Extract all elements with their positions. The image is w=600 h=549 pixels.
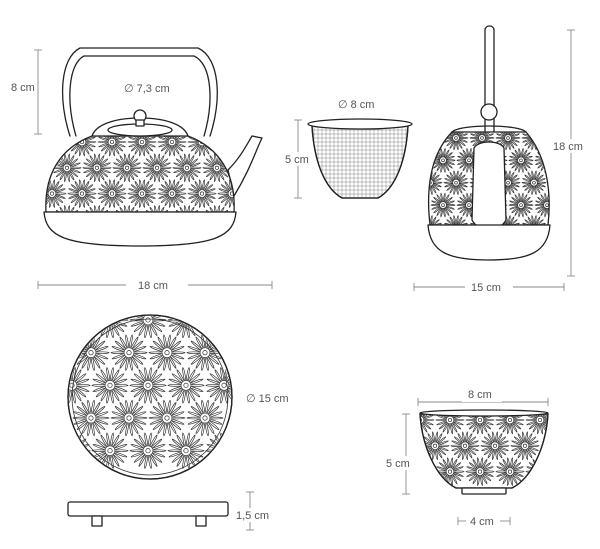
teapot-side-top	[451, 125, 527, 133]
trivet-top-view	[67, 314, 233, 480]
chrysanthemum-flower	[129, 316, 167, 339]
chrysanthemum-flower	[142, 153, 172, 183]
teapot-handle	[62, 47, 218, 137]
teapot-width-label-bg	[126, 278, 188, 292]
trivet-side-plate	[67, 501, 229, 517]
chrysanthemum-flower	[157, 179, 187, 209]
chrysanthemum-flower	[521, 170, 547, 196]
chrysanthemum-flower	[72, 399, 110, 437]
teapot-side-height-label-bg	[552, 139, 592, 153]
teapot-side-spout	[471, 141, 507, 230]
chrysanthemum-flower	[430, 192, 456, 218]
infuser	[307, 118, 413, 199]
chrysanthemum-flower	[110, 334, 148, 371]
infuser-outline	[311, 125, 409, 199]
chrysanthemum-flower	[91, 432, 129, 469]
teapot-height-label: 8 cm	[11, 82, 35, 94]
chrysanthemum-flower	[480, 431, 510, 461]
teapot-width-label: 18 cm	[138, 280, 168, 292]
chrysanthemum-flower	[97, 179, 127, 209]
teapot-lid-stem	[135, 119, 145, 127]
trivet-plate	[67, 314, 233, 480]
teapot-side-base	[427, 224, 551, 261]
chrysanthemum-flower	[157, 136, 187, 157]
chrysanthemum-flower	[167, 432, 205, 469]
cup-outline	[419, 413, 549, 489]
trivet-rim	[67, 314, 233, 480]
chrysanthemum-flower	[495, 457, 525, 487]
chrysanthemum-flower	[205, 316, 231, 339]
chrysanthemum-flower	[465, 457, 495, 487]
trivet-foot-left	[91, 515, 103, 527]
infuser-height-label: 5 cm	[285, 154, 309, 166]
chrysanthemum-flower	[495, 132, 521, 151]
chrysanthemum-flower	[148, 399, 186, 437]
teapot-side-width-label: 15 cm	[471, 282, 501, 294]
teapot-side-view	[427, 25, 551, 261]
chrysanthemum-flower	[508, 147, 534, 173]
cup	[419, 409, 549, 495]
teapot-front-view	[43, 47, 263, 247]
infuser-diameter-label: ∅ 8 cm	[338, 99, 374, 111]
cup-top-width-label-bg	[462, 388, 502, 402]
teapot-side-height-label: 18 cm	[553, 141, 583, 153]
trivet-foot-right	[195, 515, 207, 527]
teapot-side-handle-joint	[480, 103, 498, 121]
teapot-handle-inner	[69, 55, 211, 137]
cup-height-label: 5 cm	[386, 458, 410, 470]
chrysanthemum-flower	[508, 192, 534, 218]
teapot-spout	[227, 135, 263, 197]
cup-top-width-label: 8 cm	[468, 389, 492, 401]
chrysanthemum-flower	[443, 170, 469, 196]
trivet-height-label: 1,5 cm	[236, 510, 269, 522]
chrysanthemum-flower	[127, 179, 157, 209]
chrysanthemum-flower	[172, 153, 202, 183]
chrysanthemum-flower	[187, 179, 217, 209]
trivet-inner-rim	[71, 318, 229, 476]
chrysanthemum-flower	[97, 136, 127, 157]
chrysanthemum-flower	[148, 334, 186, 371]
cup-foot	[461, 487, 507, 495]
chrysanthemum-flower	[129, 367, 167, 404]
teapot-base	[43, 211, 237, 247]
chrysanthemum-flower	[129, 432, 167, 469]
trivet-side-view	[67, 501, 229, 527]
teapot-side-width-label-bg	[465, 280, 513, 294]
cup-base-width-label: 4 cm	[470, 516, 494, 528]
chrysanthemum-flower	[110, 399, 148, 437]
trivet-height-label-bg	[236, 508, 278, 522]
trivet-diameter-label: ∅ 15 cm	[246, 393, 289, 405]
chrysanthemum-flower	[430, 147, 456, 173]
chrysanthemum-flower	[112, 153, 142, 183]
chrysanthemum-flower	[510, 431, 540, 461]
chrysanthemum-flower	[45, 136, 67, 157]
chrysanthemum-flower	[186, 399, 224, 437]
teapot-lid-diameter-label: ∅ 7,3 cm	[124, 83, 170, 95]
chrysanthemum-flower	[52, 153, 82, 183]
cup-height-label-bg	[384, 456, 416, 470]
chrysanthemum-flower	[69, 316, 91, 339]
infuser-height-label-bg	[282, 152, 310, 166]
chrysanthemum-flower	[91, 367, 129, 404]
cup-rim	[419, 409, 549, 417]
chrysanthemum-flower	[428, 132, 443, 151]
chrysanthemum-flower	[450, 431, 480, 461]
chrysanthemum-flower	[167, 367, 205, 404]
chrysanthemum-flower	[67, 179, 97, 209]
chrysanthemum-flower	[82, 153, 112, 183]
infuser-rim	[307, 118, 413, 130]
chrysanthemum-flower	[205, 367, 231, 404]
